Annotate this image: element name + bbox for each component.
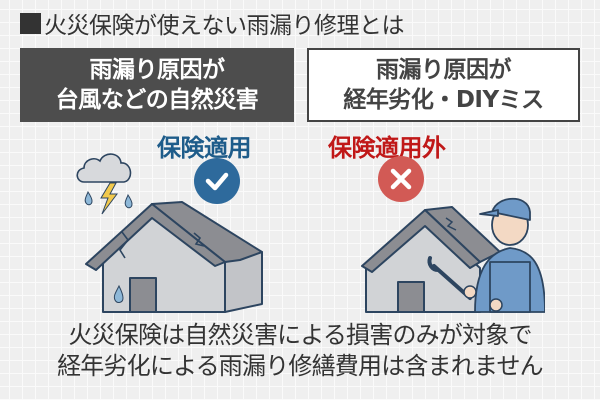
not-covered-badge bbox=[378, 156, 424, 202]
check-icon bbox=[205, 172, 229, 191]
worker-icon bbox=[474, 197, 545, 313]
worker-hand bbox=[489, 298, 503, 312]
covered-label: 保険適用 bbox=[157, 134, 252, 162]
worker-aging-house-illustration bbox=[361, 197, 545, 313]
raindrop-icon bbox=[84, 190, 93, 206]
covered-cause-line1: 雨漏り原因が bbox=[89, 57, 226, 83]
covered-badge bbox=[194, 158, 240, 204]
cross-icon bbox=[390, 168, 412, 190]
summary-text: 火災保険は自然災害による損害のみが対象で 経年劣化による雨漏り修繕費用は含まれま… bbox=[0, 320, 600, 382]
covered-cause-line2: 台風などの自然災害 bbox=[55, 87, 259, 113]
house-icon bbox=[361, 206, 501, 313]
lightning-icon bbox=[100, 182, 118, 215]
not-covered-label: 保険適用外 bbox=[328, 134, 446, 162]
not-covered-cause-box: 雨漏り原因が 経年劣化・DIYミス bbox=[307, 48, 580, 122]
storm-damaged-house-illustration bbox=[76, 153, 263, 313]
title-text: 火災保険が使えない雨漏り修理とは bbox=[44, 13, 405, 39]
house-icon bbox=[85, 201, 263, 313]
worker-hand bbox=[463, 285, 477, 299]
storm-cloud-icon bbox=[76, 153, 132, 183]
raindrop-icon bbox=[124, 193, 133, 209]
crack-icon bbox=[445, 217, 457, 231]
not-covered-cause-line1: 雨漏り原因が bbox=[376, 57, 512, 83]
summary-line1: 火災保険は自然災害による損害のみが対象で bbox=[68, 321, 532, 349]
summary-line2: 経年劣化による雨漏り修繕費用は含まれません bbox=[57, 352, 544, 380]
covered-cause-box: 雨漏り原因が 台風などの自然災害 bbox=[20, 48, 294, 122]
crack-icon bbox=[119, 231, 205, 259]
title-square-marker bbox=[20, 12, 41, 34]
not-covered-cause-line2: 経年劣化・DIYミス bbox=[343, 87, 544, 113]
raindrop-icon bbox=[113, 284, 124, 303]
page-title: 火災保険が使えない雨漏り修理とは bbox=[20, 6, 405, 40]
